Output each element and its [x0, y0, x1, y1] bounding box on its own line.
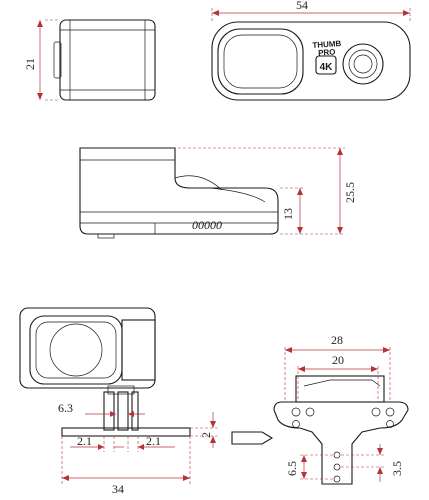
- dim-arm-offset-left: 2.1: [77, 434, 92, 448]
- dim-body-height: 13: [281, 208, 295, 220]
- mount-side-view: [19, 307, 218, 484]
- dim-hole-spacing: 6.5: [285, 461, 299, 476]
- dim-total-height: 25.5: [343, 182, 357, 203]
- dim-hole-spacing-right: 3.5: [390, 461, 404, 476]
- front-view: [79, 147, 345, 239]
- vent-marks: 00000: [192, 218, 222, 232]
- brand-line-1: THUMB: [312, 39, 342, 50]
- dim-plate-thickness: 2: [199, 432, 213, 438]
- dim-mount-inner-width: 20: [332, 353, 344, 367]
- dim-side-height: 21: [23, 58, 37, 70]
- brand-line-2: PRO: [318, 47, 336, 57]
- badge-4k: 4K: [320, 62, 334, 73]
- dim-top-width: 54: [296, 0, 308, 12]
- dim-arm-offset-right: 2.1: [146, 434, 161, 448]
- top-view: [211, 8, 411, 101]
- side-view: [37, 19, 156, 101]
- mount-front-view: [231, 347, 409, 485]
- dim-base-width: 34: [112, 482, 124, 496]
- dim-mount-outer-width: 28: [331, 333, 343, 347]
- dim-arm-gap: 6.3: [58, 401, 73, 415]
